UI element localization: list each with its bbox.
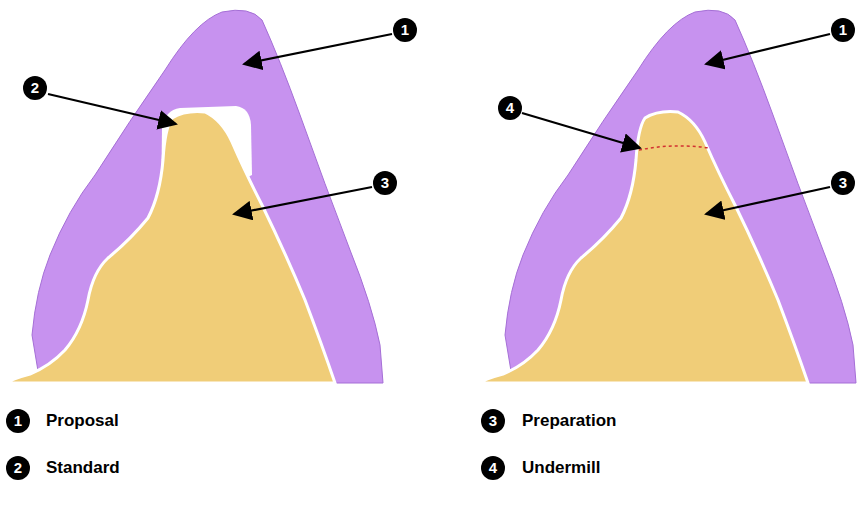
- preparation-shape: [478, 112, 808, 383]
- callout-number: 2: [6, 456, 30, 480]
- legend-text: Preparation: [522, 411, 616, 431]
- callout-number: 3: [373, 171, 397, 195]
- preparation-shape: [5, 112, 335, 383]
- right-section: [478, 10, 856, 383]
- callout-number: 4: [498, 96, 522, 120]
- callout-number: 4: [481, 456, 505, 480]
- legend-text: Undermill: [522, 458, 600, 478]
- callout-number: 2: [23, 76, 47, 100]
- callout-number: 1: [6, 409, 30, 433]
- legend-text: Proposal: [46, 411, 119, 431]
- left-section: [5, 10, 383, 383]
- legend-text: Standard: [46, 458, 120, 478]
- callout-number: 1: [393, 18, 417, 42]
- undermill-line: [639, 146, 709, 150]
- callout-number: 3: [481, 409, 505, 433]
- callout-number: 3: [831, 171, 855, 195]
- leader-lines: [48, 34, 830, 214]
- callout-number: 1: [831, 18, 855, 42]
